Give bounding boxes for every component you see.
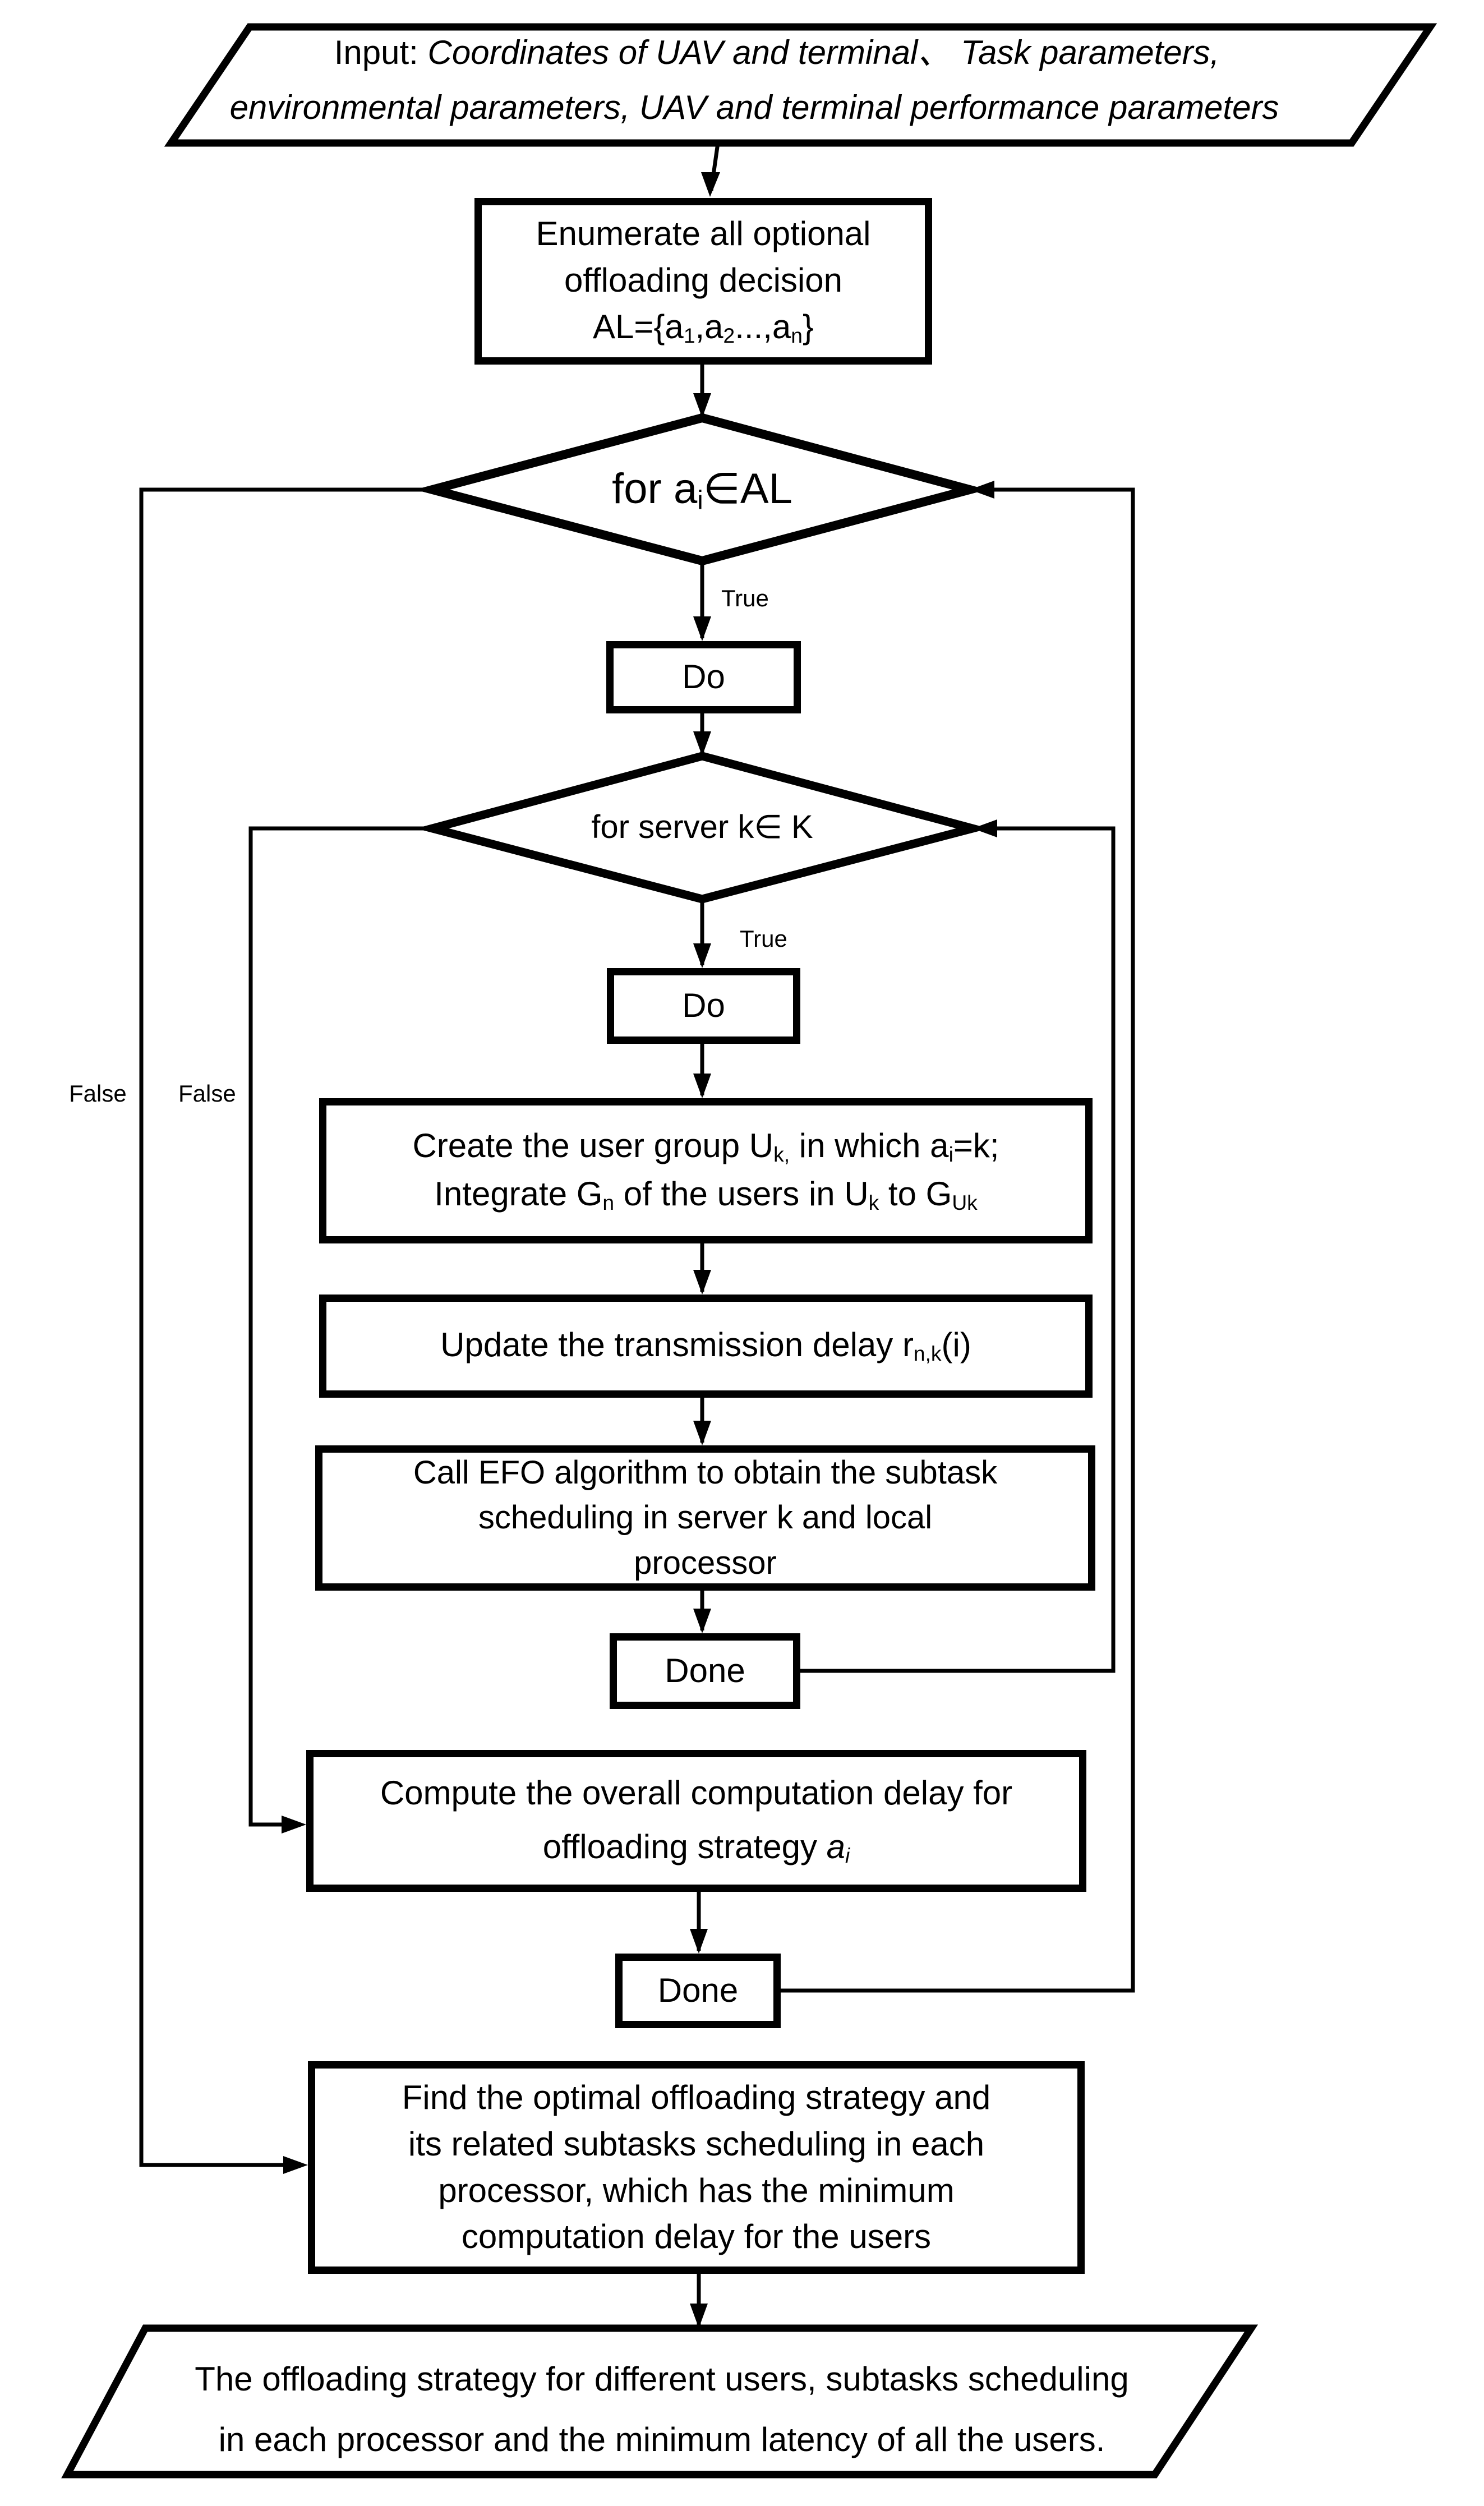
- efo-line3: processor: [634, 1544, 777, 1581]
- arrowhead-loop-server-right: [973, 819, 997, 837]
- arrowhead-find-left: [283, 2156, 308, 2174]
- enumerate-line1: Enumerate all optional: [536, 215, 871, 253]
- do1-label: Do: [682, 658, 725, 696]
- create-user-group-box: Create the user group Uk, in which ai=k;…: [319, 1098, 1093, 1243]
- input-line2: environmental parameters, UAV and termin…: [229, 89, 1279, 126]
- loop-ai-diamond-label: for ai∈AL: [478, 467, 927, 514]
- done1-box: Done: [610, 1633, 800, 1709]
- loop-ai-true-label: True: [721, 585, 769, 611]
- input-line1: Input: Coordinates of UAV and terminal、 …: [334, 34, 1220, 71]
- connector-loop-ai-false-to-find: [139, 487, 432, 2167]
- find-line4: computation delay for the users: [461, 2218, 932, 2256]
- connector-loop-server-false-to-compute: [248, 826, 432, 1827]
- do1-box: Do: [606, 641, 801, 713]
- arrowhead-loop-ai-top: [693, 393, 711, 418]
- enumerate-line3: AL={a1,a2...,an}: [592, 307, 814, 347]
- call-efo-box: Call EFO algorithm to obtain the subtask…: [315, 1445, 1095, 1591]
- done2-label: Done: [657, 1971, 739, 2010]
- arrowhead-compute-left: [282, 1816, 306, 1834]
- do2-label: Do: [682, 987, 725, 1025]
- input-node-text-line2: environmental parameters, UAV and termin…: [129, 90, 1380, 125]
- compute-line1: Compute the overall computation delay fo…: [380, 1773, 1013, 1812]
- input-node-text-line1: Input: Coordinates of UAV and terminal、 …: [179, 35, 1374, 70]
- arrowhead-loop-server-top: [693, 731, 711, 756]
- create-line1: Create the user group Uk, in which ai=k;: [412, 1127, 999, 1167]
- efo-line1: Call EFO algorithm to obtain the subtask: [413, 1454, 998, 1491]
- arrowhead-do1-top: [693, 616, 711, 641]
- arrowhead-output-top: [690, 2304, 708, 2328]
- find-line2: its related subtasks scheduling in each: [408, 2125, 985, 2163]
- output-node-text-line1: The offloading strategy for different us…: [195, 2360, 1129, 2398]
- arrowhead-enumerate: [701, 172, 720, 197]
- arrowhead-efo-top: [693, 1421, 711, 1445]
- input-parallelogram-shape: [164, 23, 1437, 147]
- connector-done1-loopback-to-loop-server: [800, 826, 1116, 1673]
- arrowhead-done2-top: [690, 1929, 708, 1954]
- update-delay-box: Update the transmission delay rn,k(i): [319, 1295, 1093, 1398]
- arrowhead-loop-ai-right: [970, 481, 994, 499]
- output-node-text-line2: in each processor and the minimum latenc…: [218, 2421, 1105, 2458]
- done1-label: Done: [665, 1652, 745, 1690]
- enumerate-box: Enumerate all optional offloading decisi…: [474, 198, 932, 365]
- loop-server-false-label: False: [178, 1080, 236, 1107]
- create-line2: Integrate Gn of the users in Uk to GUk: [434, 1174, 978, 1214]
- do2-box: Do: [607, 968, 800, 1044]
- efo-line2: scheduling in server k and local: [478, 1499, 933, 1536]
- loop-ai-false-label: False: [69, 1080, 127, 1107]
- arrowhead-update-top: [693, 1270, 711, 1295]
- find-optimal-box: Find the optimal offloading strategy and…: [308, 2061, 1085, 2274]
- connector-done2-loopback-to-loop-ai: [781, 487, 1135, 1993]
- find-line3: processor, which has the minimum: [438, 2171, 955, 2209]
- loop-server-diamond-label: for server k∈ K: [591, 809, 813, 845]
- arrowhead-do2-top: [693, 943, 711, 968]
- loop-ai-label-text: for ai∈AL: [612, 465, 792, 515]
- arrowhead-done1-top: [693, 1609, 711, 1633]
- done2-box: Done: [615, 1954, 781, 2028]
- output-parallelogram-shape: [61, 2324, 1259, 2479]
- update-line1: Update the transmission delay rn,k(i): [440, 1326, 971, 1366]
- loop-server-true-label: True: [740, 925, 787, 952]
- enumerate-line2: offloading decision: [564, 261, 842, 299]
- arrowhead-create-top: [693, 1074, 711, 1098]
- compute-line2: offloading strategy ai: [542, 1828, 850, 1868]
- compute-delay-box: Compute the overall computation delay fo…: [306, 1750, 1086, 1892]
- find-line1: Find the optimal offloading strategy and: [402, 2078, 991, 2116]
